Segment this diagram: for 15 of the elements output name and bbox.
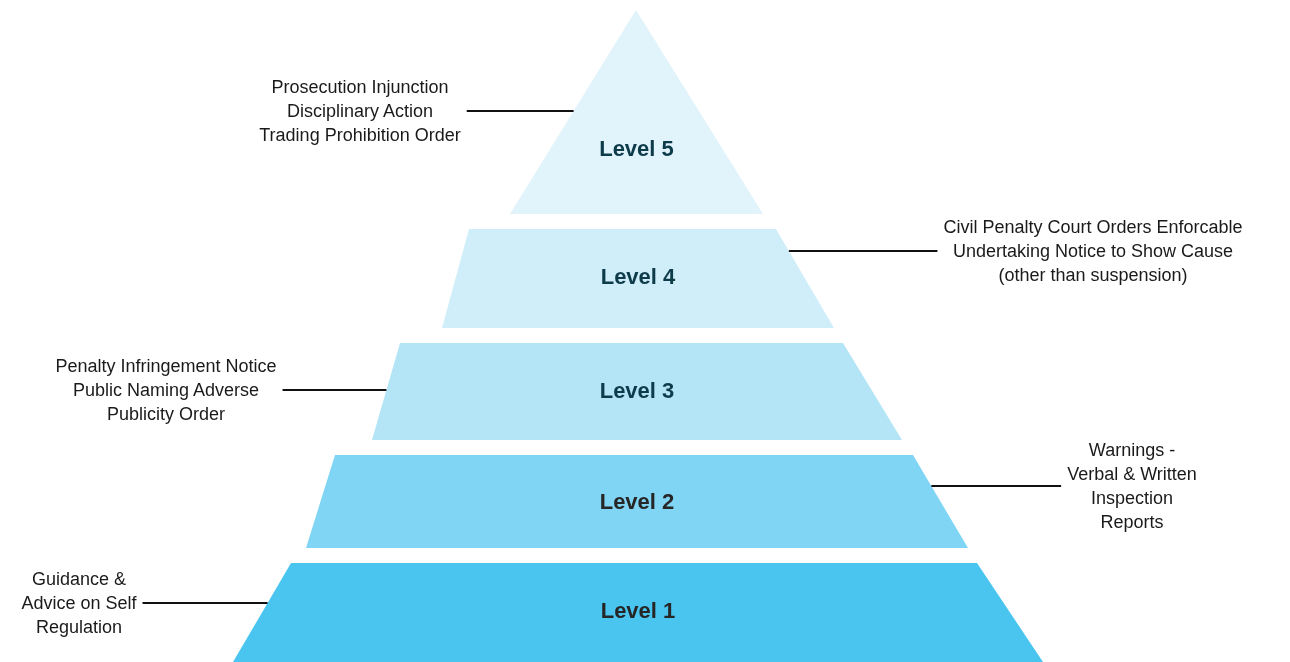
callout-text: Guidance & Advice on Self Regulation xyxy=(21,568,137,639)
callout-text: Penalty Infringement Notice Public Naming Adverse Publicity Order xyxy=(55,355,277,426)
level-label: Level 5 xyxy=(599,136,674,162)
leader-line xyxy=(787,250,939,252)
level-label: Level 1 xyxy=(600,598,676,624)
callout-text: Warnings - Verbal & Written Inspection Reports xyxy=(1067,439,1197,534)
level-label: Level 4 xyxy=(600,264,676,290)
leader-line xyxy=(141,602,269,604)
callout-text: Prosecution Injunction Disciplinary Action Trading Prohibition Order xyxy=(259,76,461,147)
callout-text: Civil Penalty Court Orders Enforcable Undertaking Notice to Show Cause (other than suspension) xyxy=(943,216,1243,287)
leader-line xyxy=(281,389,388,391)
leader-line xyxy=(930,485,1063,487)
level-label: Level 3 xyxy=(599,378,675,404)
level-label: Level 2 xyxy=(599,489,675,515)
leader-line xyxy=(465,110,575,112)
